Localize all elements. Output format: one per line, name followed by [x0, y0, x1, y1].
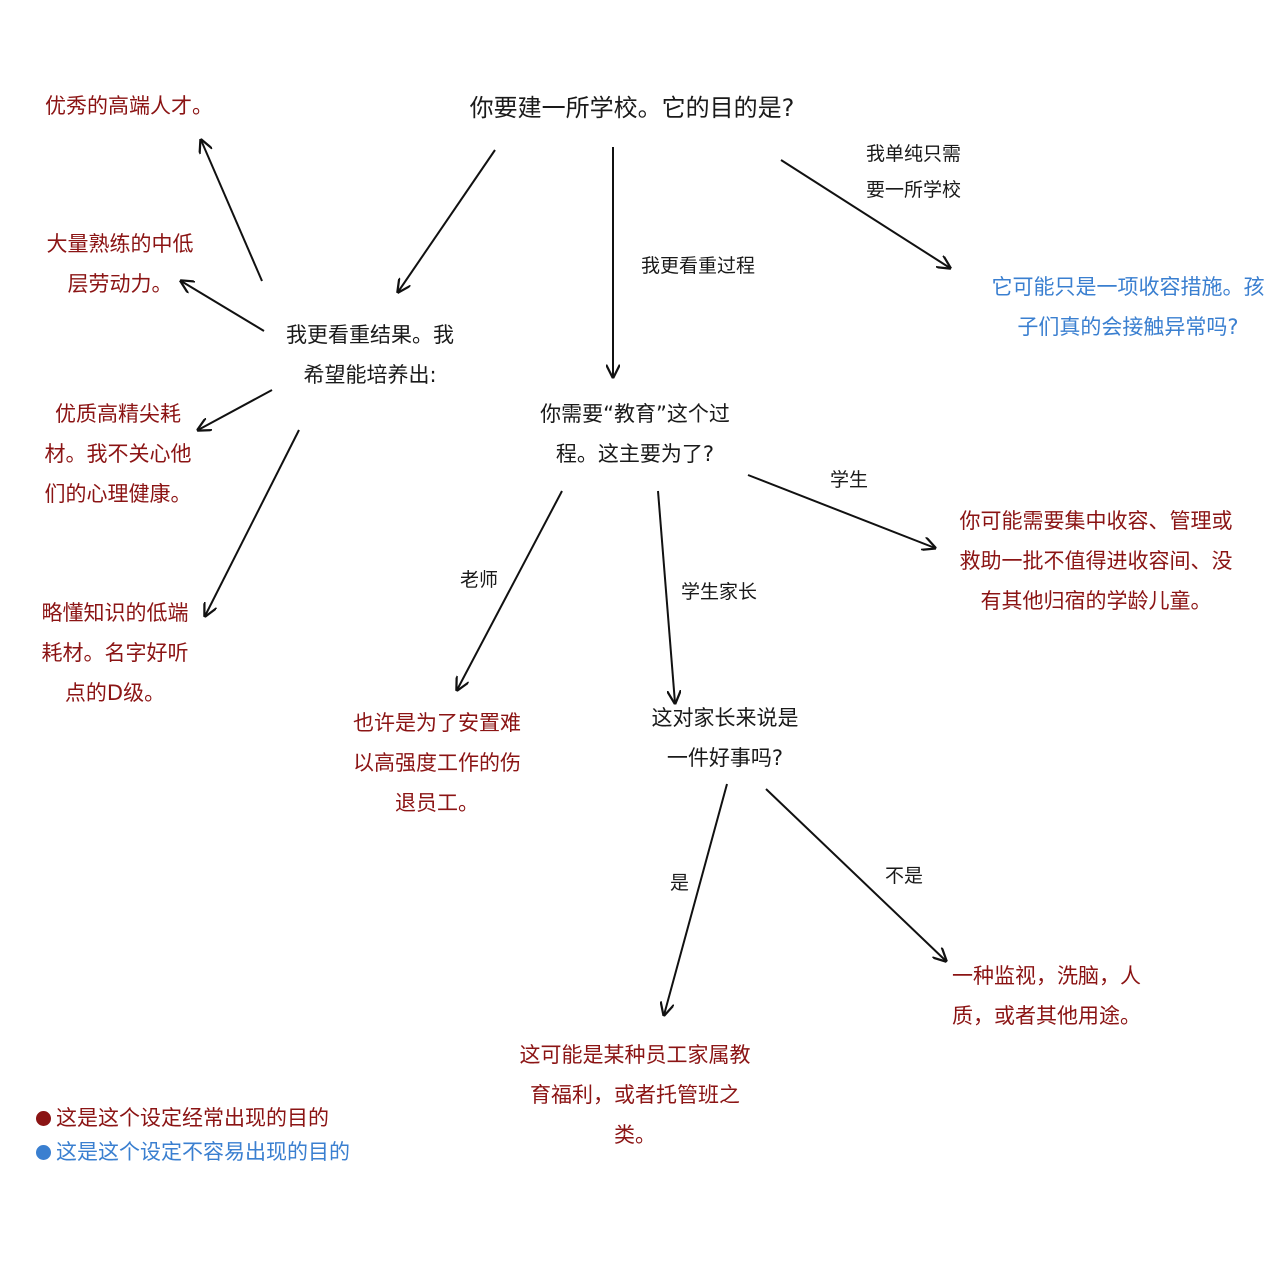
node-containment: 它可能只是一项收容措施。孩 子们真的会接触异常吗? — [978, 267, 1278, 347]
legend-rare-text: 这是这个设定不容易出现的目的 — [56, 1140, 350, 1164]
legend-common-text: 这是这个设定经常出现的目的 — [56, 1106, 329, 1130]
node-low-material-line-3: 点的D级。 — [64, 681, 166, 705]
node-skilled-labor-line-1: 大量熟练的中低 — [46, 232, 194, 256]
node-containment-line-2: 子们真的会接触异常吗? — [1017, 315, 1239, 339]
arrow-parents-to-welfare — [664, 783, 728, 1015]
node-low-material-line-2: 耗材。名字好听 — [41, 641, 189, 665]
edge-label-yes: 是 — [670, 872, 690, 894]
node-education-line-2: 程。这主要为了? — [555, 442, 715, 466]
node-injured-staff: 也许是为了安置难 以高强度工作的伤 退员工。 — [337, 703, 537, 823]
edge-label-simple-school-line-1: 我单纯只需 — [866, 143, 962, 165]
arrow-results-to-elite — [201, 140, 263, 282]
legend-common: 这是这个设定经常出现的目的 — [36, 1101, 329, 1135]
node-good-for-parents: 这对家长来说是 一件好事吗? — [635, 698, 815, 778]
node-good-for-parents-line-1: 这对家长来说是 — [651, 706, 799, 730]
node-students-shelter-line-1: 你可能需要集中收容、管理或 — [959, 509, 1233, 533]
node-top-material: 优质高精尖耗 材。我不关心他 们的心理健康。 — [28, 394, 208, 514]
arrow-results-to-low-material — [205, 429, 300, 616]
node-top-material-line-1: 优质高精尖耗 — [55, 402, 181, 426]
node-welfare-line-1: 这可能是某种员工家属教 — [519, 1043, 751, 1067]
edge-label-teacher: 老师 — [460, 569, 499, 591]
arrow-parents-to-surveillance — [765, 788, 946, 961]
arrow-education-to-students — [747, 474, 935, 548]
node-welfare-line-2: 育福利，或者托管班之 — [530, 1083, 740, 1107]
arrow-results-to-labor — [181, 281, 265, 332]
node-elite-talent-line-1: 优秀的高端人才。 — [45, 94, 213, 118]
node-welfare: 这可能是某种员工家属教 育福利，或者托管班之 类。 — [500, 1035, 770, 1155]
node-top-material-line-2: 材。我不关心他 — [44, 442, 192, 466]
node-students-shelter-line-3: 有其他归宿的学龄儿童。 — [980, 589, 1212, 613]
node-elite-talent: 优秀的高端人才。 — [45, 86, 213, 126]
node-skilled-labor: 大量熟练的中低 层劳动力。 — [30, 224, 210, 304]
node-students-shelter: 你可能需要集中收容、管理或 救助一批不值得进收容间、没 有其他归宿的学龄儿童。 — [940, 501, 1252, 621]
arrow-education-to-injured-staff — [457, 490, 563, 690]
root-question: 你要建一所学校。它的目的是? — [432, 88, 832, 128]
node-skilled-labor-line-2: 层劳动力。 — [67, 272, 173, 296]
node-injured-staff-line-1: 也许是为了安置难 — [353, 711, 521, 735]
node-injured-staff-line-3: 退员工。 — [395, 791, 479, 815]
node-low-material-line-1: 略懂知识的低端 — [41, 601, 189, 625]
legend-rare: 这是这个设定不容易出现的目的 — [36, 1135, 350, 1169]
arrow-root-to-containment — [780, 159, 950, 268]
node-containment-line-1: 它可能只是一项收容措施。孩 — [991, 275, 1265, 299]
node-welfare-line-3: 类。 — [614, 1123, 656, 1147]
legend-common-dot — [36, 1111, 51, 1126]
edge-label-simple-school: 我单纯只需 要一所学校 — [866, 136, 961, 208]
arrow-root-to-results — [398, 149, 496, 292]
node-good-for-parents-line-2: 一件好事吗? — [666, 746, 784, 770]
edge-label-process: 我更看重过程 — [641, 255, 756, 277]
legend-rare-dot — [36, 1145, 51, 1160]
node-results: 我更看重结果。我 希望能培养出: — [262, 315, 478, 395]
edge-label-students: 学生 — [830, 469, 869, 491]
node-surveillance-line-1: 一种监视，洗脑，人 — [952, 964, 1141, 988]
node-results-line-2: 希望能培养出: — [303, 363, 437, 387]
node-injured-staff-line-2: 以高强度工作的伤 — [353, 751, 521, 775]
node-results-line-1: 我更看重结果。我 — [286, 323, 454, 347]
node-surveillance: 一种监视，洗脑，人 质，或者其他用途。 — [952, 956, 1141, 1036]
node-surveillance-line-2: 质，或者其他用途。 — [952, 1004, 1141, 1028]
root-question-text: 你要建一所学校。它的目的是? — [469, 94, 795, 122]
node-education: 你需要“教育”这个过 程。这主要为了? — [520, 394, 750, 474]
node-education-line-1: 你需要“教育”这个过 — [540, 402, 730, 426]
edge-label-no: 不是 — [885, 865, 924, 887]
edge-label-parents: 学生家长 — [681, 581, 758, 603]
arrow-results-to-top-material — [198, 389, 273, 430]
node-top-material-line-3: 们的心理健康。 — [44, 482, 192, 506]
node-low-material: 略懂知识的低端 耗材。名字好听 点的D级。 — [25, 593, 205, 713]
node-students-shelter-line-2: 救助一批不值得进收容间、没 — [959, 549, 1233, 573]
arrow-education-to-parents — [657, 490, 675, 703]
edge-label-simple-school-line-2: 要一所学校 — [866, 179, 962, 201]
